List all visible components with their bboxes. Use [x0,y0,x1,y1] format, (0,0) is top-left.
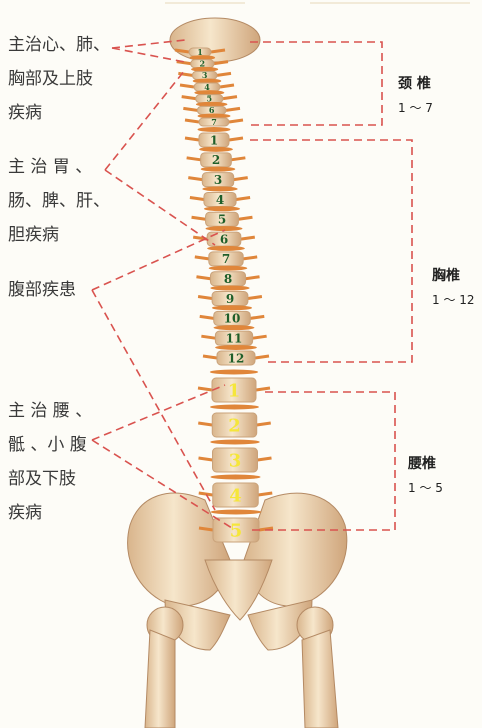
intervertebral-disc [210,440,260,445]
annotation-line: 骶 、小 腹 [8,428,92,462]
region-name: 腰椎 [408,454,443,474]
annotation-line: 胸部及上肢 [8,62,110,96]
thoracic-vertebra-number: 9 [226,292,234,306]
annotation-lumbar-pelvic: 主 治 腰 、 骶 、小 腹 部及下肢 疾病 [8,394,92,530]
intervertebral-disc [210,475,260,480]
annotation-line: 主 治 腰 、 [8,394,92,428]
region-lumbar: 腰椎 1 ～ 5 [408,454,443,498]
region-cervical: 颈 椎 1 ～ 7 [398,74,433,118]
intervertebral-disc [212,305,252,310]
region-name: 颈 椎 [398,74,433,94]
thoracic-vertebra-number: 6 [220,232,228,246]
region-name: 胸椎 [432,266,475,286]
annotation-line: 主治心、肺、 [8,28,110,62]
thoracic-vertebra-number: 8 [224,272,232,286]
femur-left [145,607,183,728]
intervertebral-disc [198,127,231,132]
thoracic-vertebra-number: 2 [212,153,220,167]
intervertebral-disc [210,286,249,291]
region-range: 1 ～ 7 [398,98,433,118]
femur-right [297,607,338,728]
intervertebral-disc [211,510,262,515]
region-range: 1 ～ 5 [408,478,443,498]
annotation-line: 部及下肢 [8,462,92,496]
region-brackets [250,42,412,530]
annotation-line: 疾病 [8,96,110,130]
intervertebral-disc [210,405,259,410]
intervertebral-disc [201,167,236,172]
annotation-line: 腹部疾患 [8,273,76,307]
intervertebral-disc [214,325,255,330]
lumbar-vertebra-number: 2 [228,415,241,436]
annotation-abdominal: 腹部疾患 [8,273,76,307]
annotation-line: 疾病 [8,496,92,530]
annotation-line: 主 治 胃 、 [8,150,110,184]
intervertebral-disc [207,246,245,251]
thoracic-vertebra-number: 10 [224,312,241,326]
intervertebral-disc [210,370,258,375]
annotation-digestive: 主 治 胃 、 肠、脾、肝、 胆疾病 [8,150,110,252]
lumbar-vertebra-number: 3 [229,450,242,471]
thoracic-vertebra-number: 12 [228,351,245,365]
lumbar-vertebra-number: 5 [230,520,243,541]
thoracic-vertebra-number: 7 [222,252,230,266]
intervertebral-disc [209,266,248,271]
thoracic-vertebra-number: 11 [226,332,243,346]
intervertebral-disc [202,186,237,191]
intervertebral-disc [215,345,257,350]
annotation-cardiopulmonary: 主治心、肺、 胸部及上肢 疾病 [8,28,110,130]
annotation-line: 胆疾病 [8,218,110,252]
intervertebral-disc [199,147,233,152]
thoracic-vertebra-number: 1 [210,133,218,147]
lumbar-vertebra-number: 4 [229,485,242,506]
thoracic-vertebra-number: 5 [218,213,226,227]
cervical-vertebra-number: 7 [211,117,217,127]
thoracic-vertebra-number: 3 [214,173,222,187]
intervertebral-disc [204,206,240,211]
annotation-line: 肠、脾、肝、 [8,184,110,218]
thoracic-vertebra-number: 4 [216,193,224,207]
region-range: 1 ～ 12 [432,290,475,310]
lumbar-vertebra-number: 1 [228,380,241,401]
region-thoracic: 胸椎 1 ～ 12 [432,266,475,310]
